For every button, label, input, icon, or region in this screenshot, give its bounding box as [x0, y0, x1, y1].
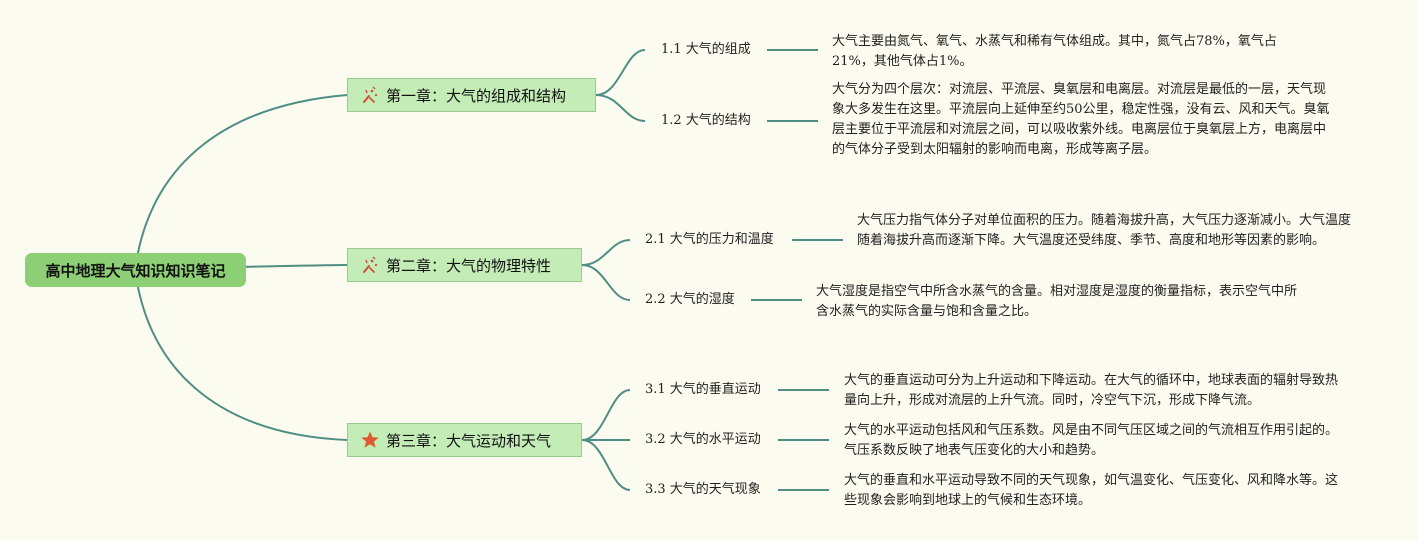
chapter-3-to-3-3	[581, 439, 631, 491]
section-3-1-label[interactable]: 3.1 大气的垂直运动	[645, 382, 761, 397]
chapter-3-title: 第三章：大气运动和天气	[386, 431, 552, 450]
section-2-1-label[interactable]: 2.1 大气的压力和温度	[645, 232, 774, 247]
section-3-2-description: 大气的水平运动包括风和气压系数。风是由不同气压区域之间的气流相互作用引起的。气压…	[844, 423, 1339, 458]
section-2-2-label[interactable]: 2.2 大气的湿度	[645, 292, 735, 307]
section-2-2-description: 大气湿度是指空气中所含水蒸气的含量。相对湿度是湿度的衡量指标，表示空气中所含水蒸…	[816, 284, 1298, 319]
confetti-icon	[363, 86, 378, 103]
section-3-2-label[interactable]: 3.2 大气的水平运动	[645, 432, 761, 447]
section-2-1-description: 大气压力指气体分子对单位面积的压力。随着海拔升高，大气压力逐渐减小。大气温度随着…	[857, 213, 1352, 248]
root-to-chapter-3	[134, 269, 348, 441]
section-1-2-label[interactable]: 1.2 大气的结构	[661, 113, 751, 128]
chapter-3-node[interactable]: 第三章：大气运动和天气	[347, 423, 582, 457]
section-3-3-label[interactable]: 3.3 大气的天气现象	[645, 482, 761, 497]
chapter-2-to-2-2	[581, 264, 631, 301]
star-icon	[361, 431, 379, 448]
section-1-2-description: 大气分为四个层次：对流层、平流层、臭氧层和电离层。对流层是最低的一层，天气现象大…	[832, 82, 1330, 157]
root-to-chapter-1	[134, 94, 348, 271]
chapter-1-to-1-2	[595, 94, 646, 122]
section-3-1-description: 大气的垂直运动可分为上升运动和下降运动。在大气的循环中，地球表面的辐射导致热量向…	[844, 373, 1339, 408]
section-1-1-description: 大气主要由氮气、氧气、水蒸气和稀有气体组成。其中，氮气占78%，氧气占21%，其…	[832, 34, 1277, 69]
section-3-3-description: 大气的垂直和水平运动导致不同的天气现象，如气温变化、气压变化、风和降水等。这些现…	[844, 473, 1339, 508]
section-1-1-label[interactable]: 1.1 大气的组成	[661, 42, 751, 57]
chapter-1-to-1-1	[595, 49, 646, 96]
root-title: 高中地理大气知识知识笔记	[45, 261, 226, 280]
chapter-3-to-3-1	[581, 389, 631, 441]
chapter-1-node[interactable]: 第一章：大气的组成和结构	[347, 78, 596, 112]
chapter-2-title: 第二章：大气的物理特性	[386, 256, 552, 275]
chapter-2-to-2-1	[581, 239, 631, 266]
confetti-icon	[363, 256, 378, 273]
chapter-1-title: 第一章：大气的组成和结构	[386, 86, 567, 105]
root-node[interactable]: 高中地理大气知识知识笔记	[25, 253, 246, 287]
chapter-2-node[interactable]: 第二章：大气的物理特性	[347, 248, 582, 282]
